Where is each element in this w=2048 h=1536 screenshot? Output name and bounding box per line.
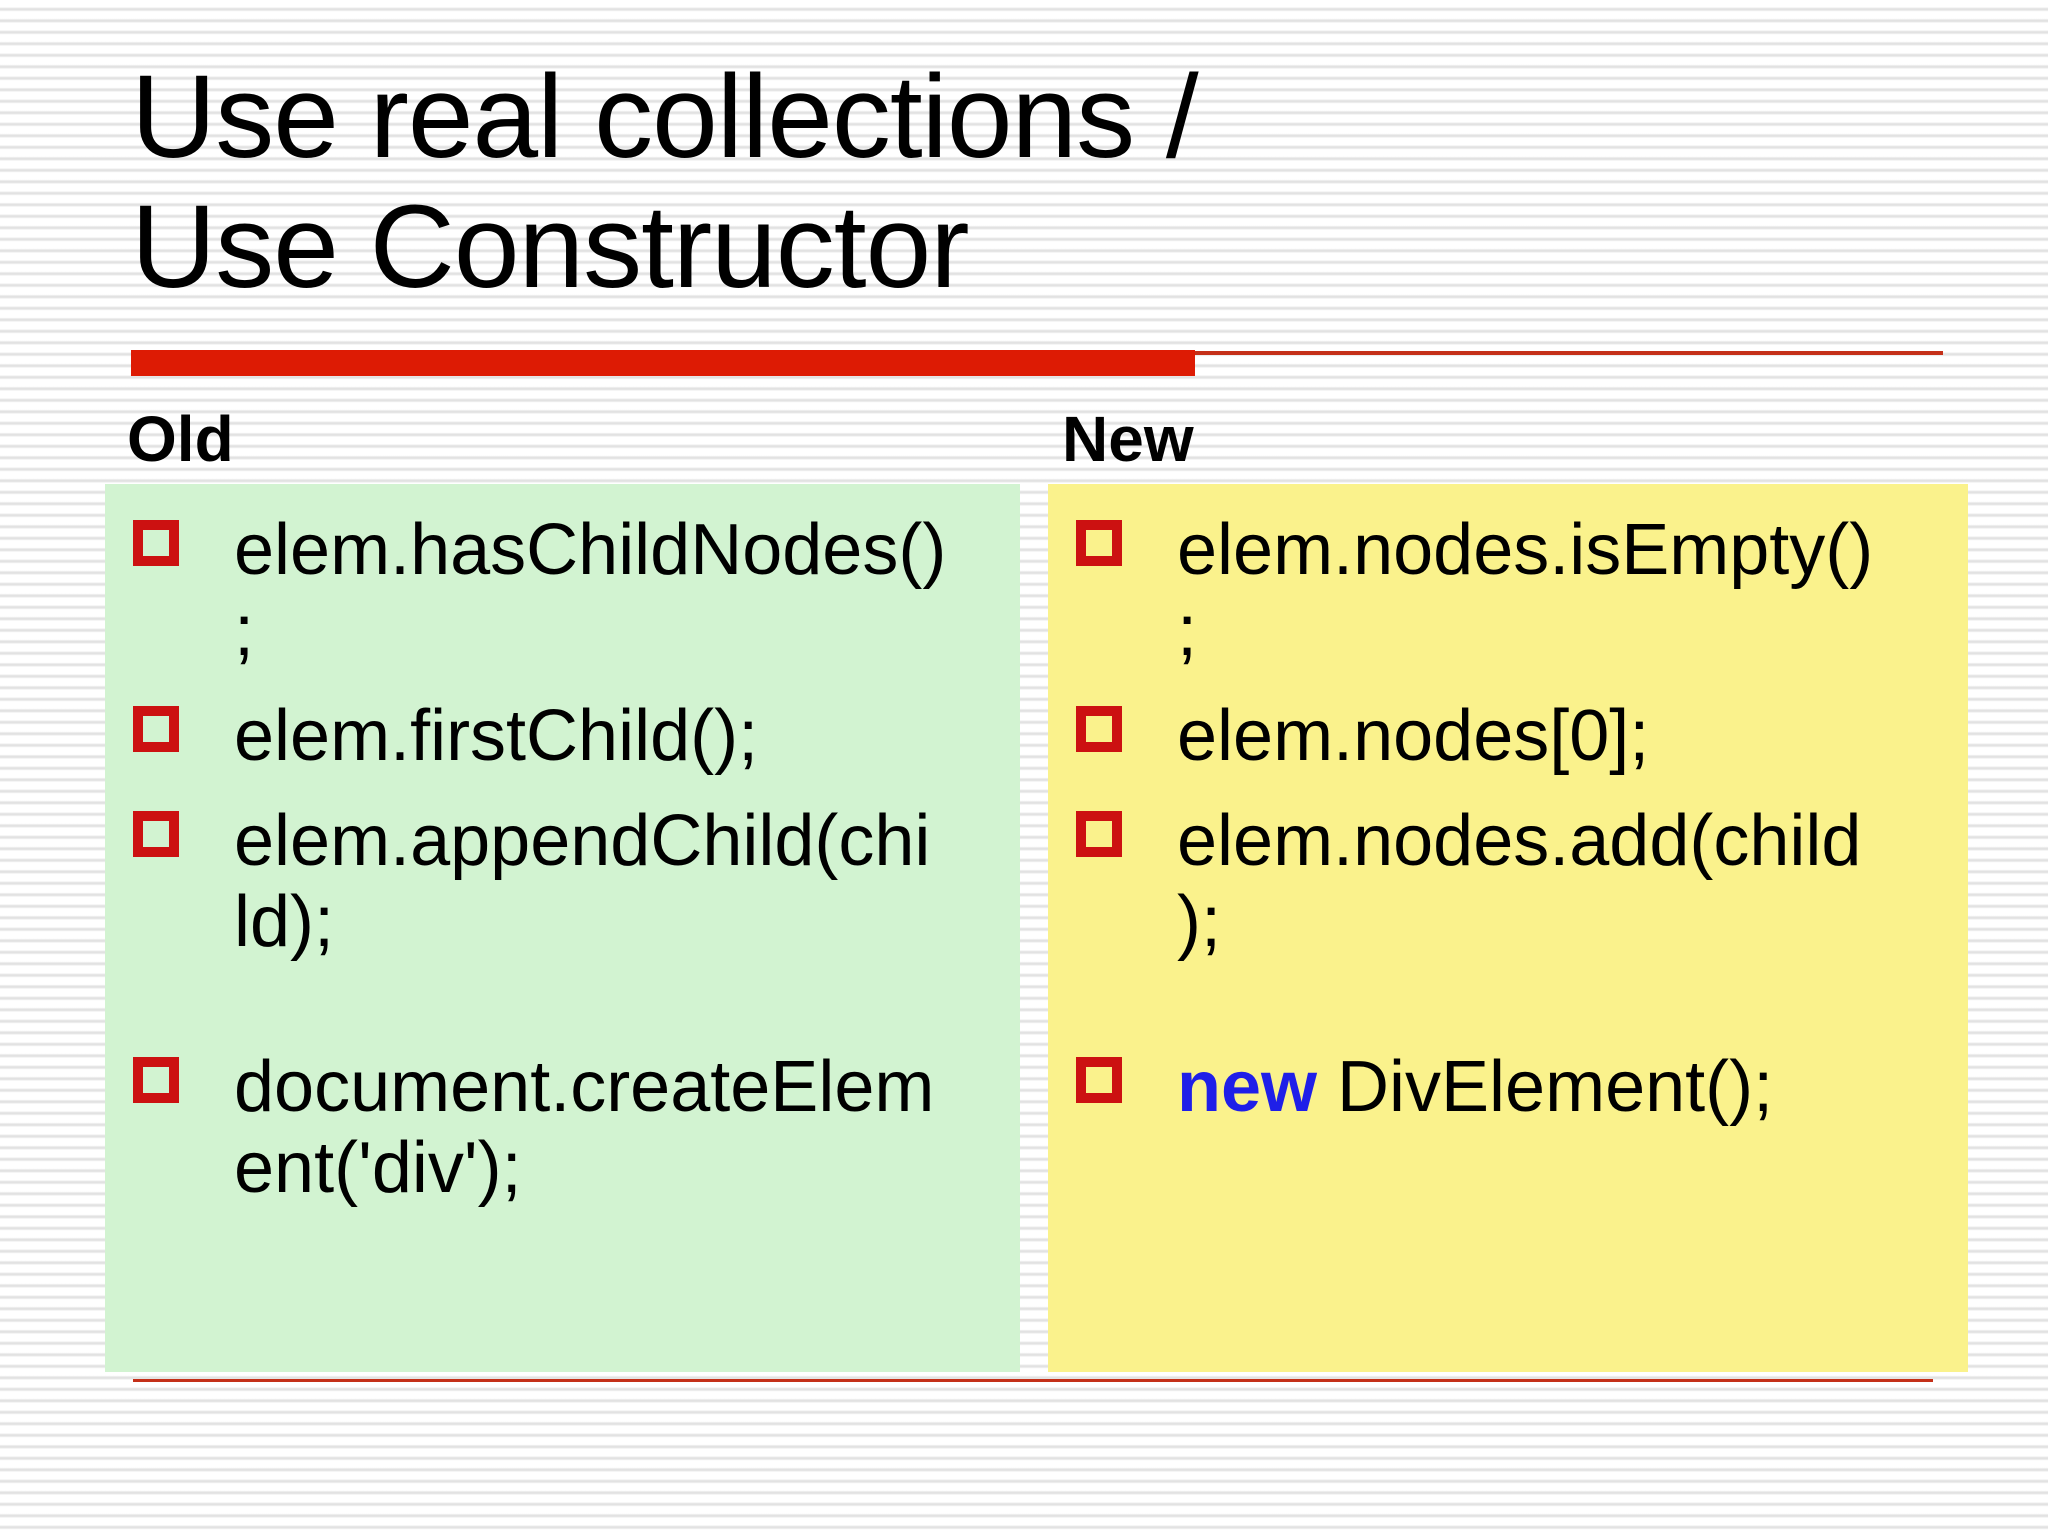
item-text-line: elem.nodes.add(child [1177, 801, 1861, 882]
code-text: elem.nodes[0]; [1177, 696, 1650, 776]
item-text-line: document.createElem [234, 1047, 934, 1128]
list-item: elem.nodes[0]; [1076, 696, 1950, 777]
item-text-line: ld); [234, 882, 930, 963]
bullet-square-icon [133, 706, 179, 752]
code-text: elem.nodes.isEmpty() [1177, 510, 1874, 590]
item-text: elem.nodes.add(child); [1177, 801, 1861, 963]
code-text: ; [1177, 591, 1198, 671]
item-text-line: ; [234, 591, 946, 672]
panel-old: elem.hasChildNodes(); elem.firstChild(); e… [105, 484, 1020, 1372]
column-header-old: Old [127, 403, 234, 475]
code-text: DivElement(); [1337, 1047, 1774, 1127]
list-spacer [133, 987, 1002, 1047]
bullet-list: elem.nodes.isEmpty(); elem.nodes[0]; elem.… [1076, 510, 1950, 1128]
footer-divider-line [133, 1379, 1933, 1382]
page-title: Use real collections / Use Constructor [131, 51, 1199, 313]
code-text: elem.firstChild(); [234, 696, 759, 776]
code-text: document.createElem [234, 1047, 935, 1127]
list-item: elem.firstChild(); [133, 696, 1002, 777]
bullet-list: elem.hasChildNodes(); elem.firstChild(); e… [133, 510, 1002, 1209]
code-text: ld); [234, 882, 335, 962]
item-text-line: ; [1177, 591, 1873, 672]
code-text: ent('div'); [234, 1128, 522, 1208]
title-divider-bar [131, 350, 1195, 376]
bullet-square-icon [1076, 1057, 1122, 1103]
item-text: elem.hasChildNodes(); [234, 510, 946, 672]
code-text: ); [1177, 882, 1221, 962]
bullet-square-icon [133, 1057, 179, 1103]
list-item: elem.nodes.isEmpty(); [1076, 510, 1950, 672]
code-text: elem.nodes.add(child [1177, 801, 1862, 881]
item-text: new DivElement(); [1177, 1047, 1773, 1128]
item-text-line: elem.appendChild(chi [234, 801, 930, 882]
list-item: elem.hasChildNodes(); [133, 510, 1002, 672]
code-text: elem.hasChildNodes() [234, 510, 947, 590]
code-text: elem.appendChild(chi [234, 801, 931, 881]
bullet-square-icon [1076, 706, 1122, 752]
bullet-square-icon [1076, 520, 1122, 566]
column-header-new: New [1062, 403, 1194, 475]
title-line-2: Use Constructor [131, 181, 970, 313]
bullet-square-icon [133, 811, 179, 857]
item-text-line: elem.firstChild(); [234, 696, 758, 777]
item-text-line: new DivElement(); [1177, 1047, 1773, 1128]
panel-new: elem.nodes.isEmpty(); elem.nodes[0]; elem.… [1048, 484, 1968, 1372]
title-divider-line [1195, 351, 1943, 355]
title-line-1: Use real collections / [131, 51, 1199, 183]
keyword-new: new [1177, 1047, 1338, 1127]
list-item: elem.nodes.add(child); [1076, 801, 1950, 963]
item-text-line: elem.nodes.isEmpty() [1177, 510, 1873, 591]
list-spacer [1076, 987, 1950, 1047]
bullet-square-icon [133, 520, 179, 566]
bullet-square-icon [1076, 811, 1122, 857]
item-text-line: ent('div'); [234, 1128, 934, 1209]
item-text-line: ); [1177, 882, 1861, 963]
item-text: elem.firstChild(); [234, 696, 758, 777]
item-text-line: elem.hasChildNodes() [234, 510, 946, 591]
code-text: ; [234, 591, 255, 671]
item-text-line: elem.nodes[0]; [1177, 696, 1649, 777]
item-text: elem.nodes.isEmpty(); [1177, 510, 1873, 672]
item-text: elem.nodes[0]; [1177, 696, 1649, 777]
list-item: new DivElement(); [1076, 1047, 1950, 1128]
